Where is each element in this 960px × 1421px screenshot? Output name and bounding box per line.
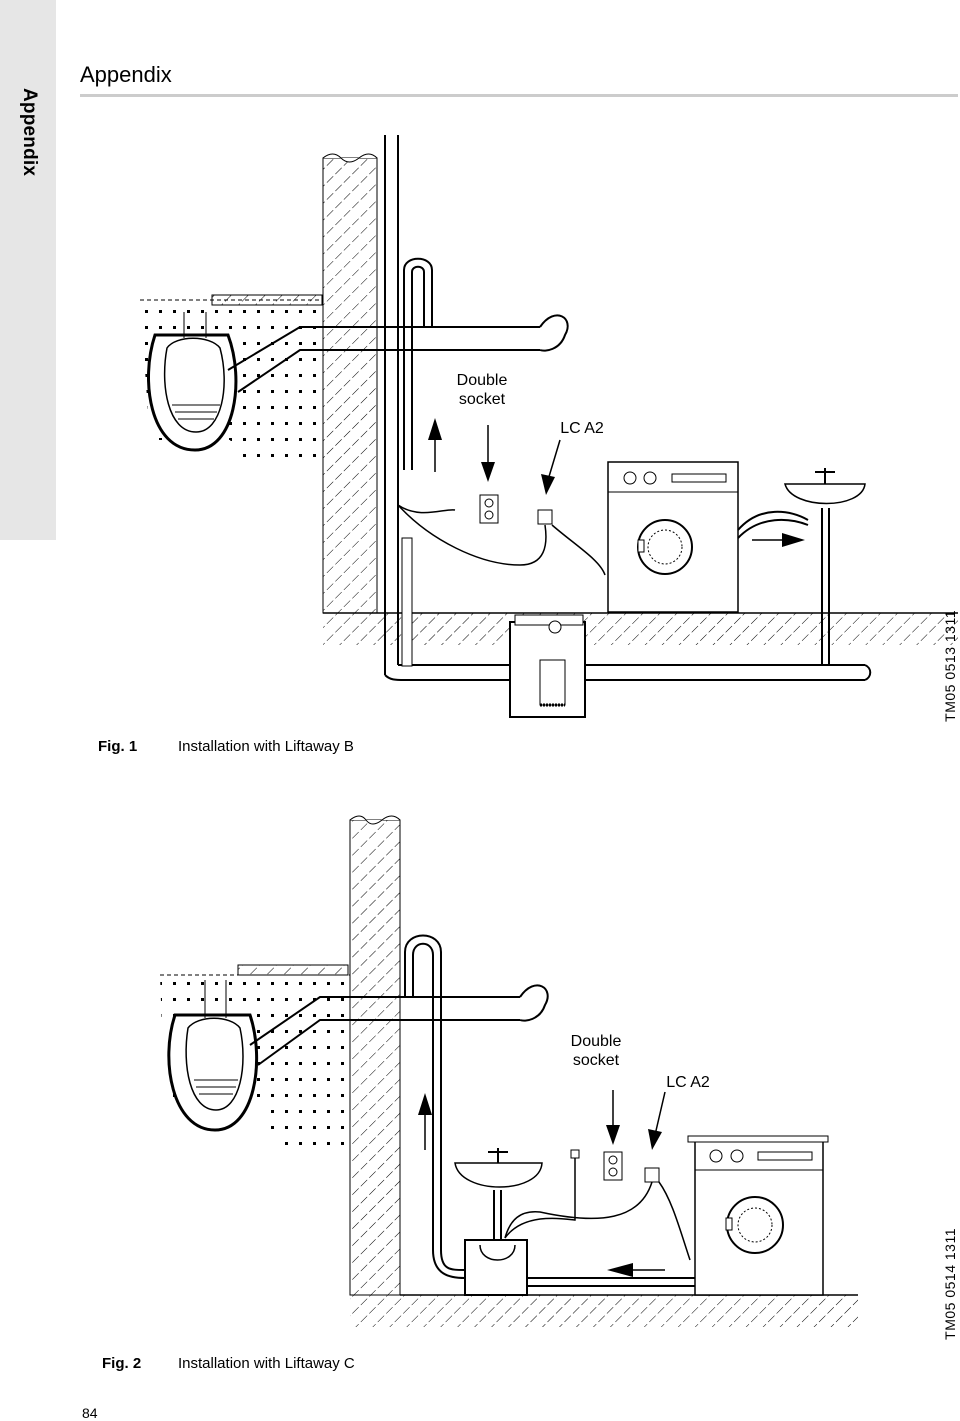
figure-1-socket-label: Double socket: [456, 372, 508, 408]
wash-basin: [454, 1148, 543, 1240]
figure-1-caption: Installation with Liftaway B: [178, 738, 354, 755]
figure-2-code: TM05 0514 1311: [942, 1228, 958, 1340]
drain-pipe: [237, 964, 549, 1066]
liftaway-b-tank: [509, 614, 872, 718]
washing-machine: [607, 461, 739, 613]
drain-pipe: [211, 294, 569, 393]
sewer-pit: [147, 312, 238, 452]
lc-a2-controller: [397, 504, 606, 576]
side-tab-label: Appendix: [19, 88, 40, 177]
double-socket: [603, 1151, 623, 1181]
figure-1-controller-label: LC A2: [560, 420, 604, 437]
floor: [323, 612, 958, 645]
wall: [349, 815, 401, 1296]
washing-machine: [687, 1135, 829, 1296]
figure-1-number: Fig. 1: [98, 738, 138, 755]
figure-1-code: TM05 0513 1311: [942, 610, 958, 722]
sewer-pit: [167, 980, 259, 1132]
lc-a2-controller: [504, 1149, 691, 1261]
flow-arrows: [418, 1090, 666, 1277]
flow-arrows: [428, 418, 805, 547]
riser-pipe: [384, 135, 510, 681]
figure-1-diagram: [140, 135, 958, 718]
riser-pipe: [404, 934, 466, 1279]
header-divider: [80, 94, 958, 97]
figure-2-number: Fig. 2: [102, 1355, 142, 1372]
page-number: 84: [82, 1405, 98, 1421]
double-socket: [479, 494, 499, 524]
page-title: Appendix: [80, 62, 172, 87]
wash-basin: [737, 468, 866, 665]
figure-2-caption: Installation with Liftaway C: [178, 1355, 355, 1372]
wall: [322, 153, 378, 614]
side-tab: Appendix: [0, 0, 56, 540]
figure-2-diagram: [160, 815, 858, 1327]
figure-2-controller-label: LC A2: [666, 1074, 710, 1091]
liftaway-c-tank: [464, 1239, 695, 1296]
floor: [350, 1294, 858, 1327]
figure-2-socket-label: Double socket: [570, 1033, 622, 1069]
